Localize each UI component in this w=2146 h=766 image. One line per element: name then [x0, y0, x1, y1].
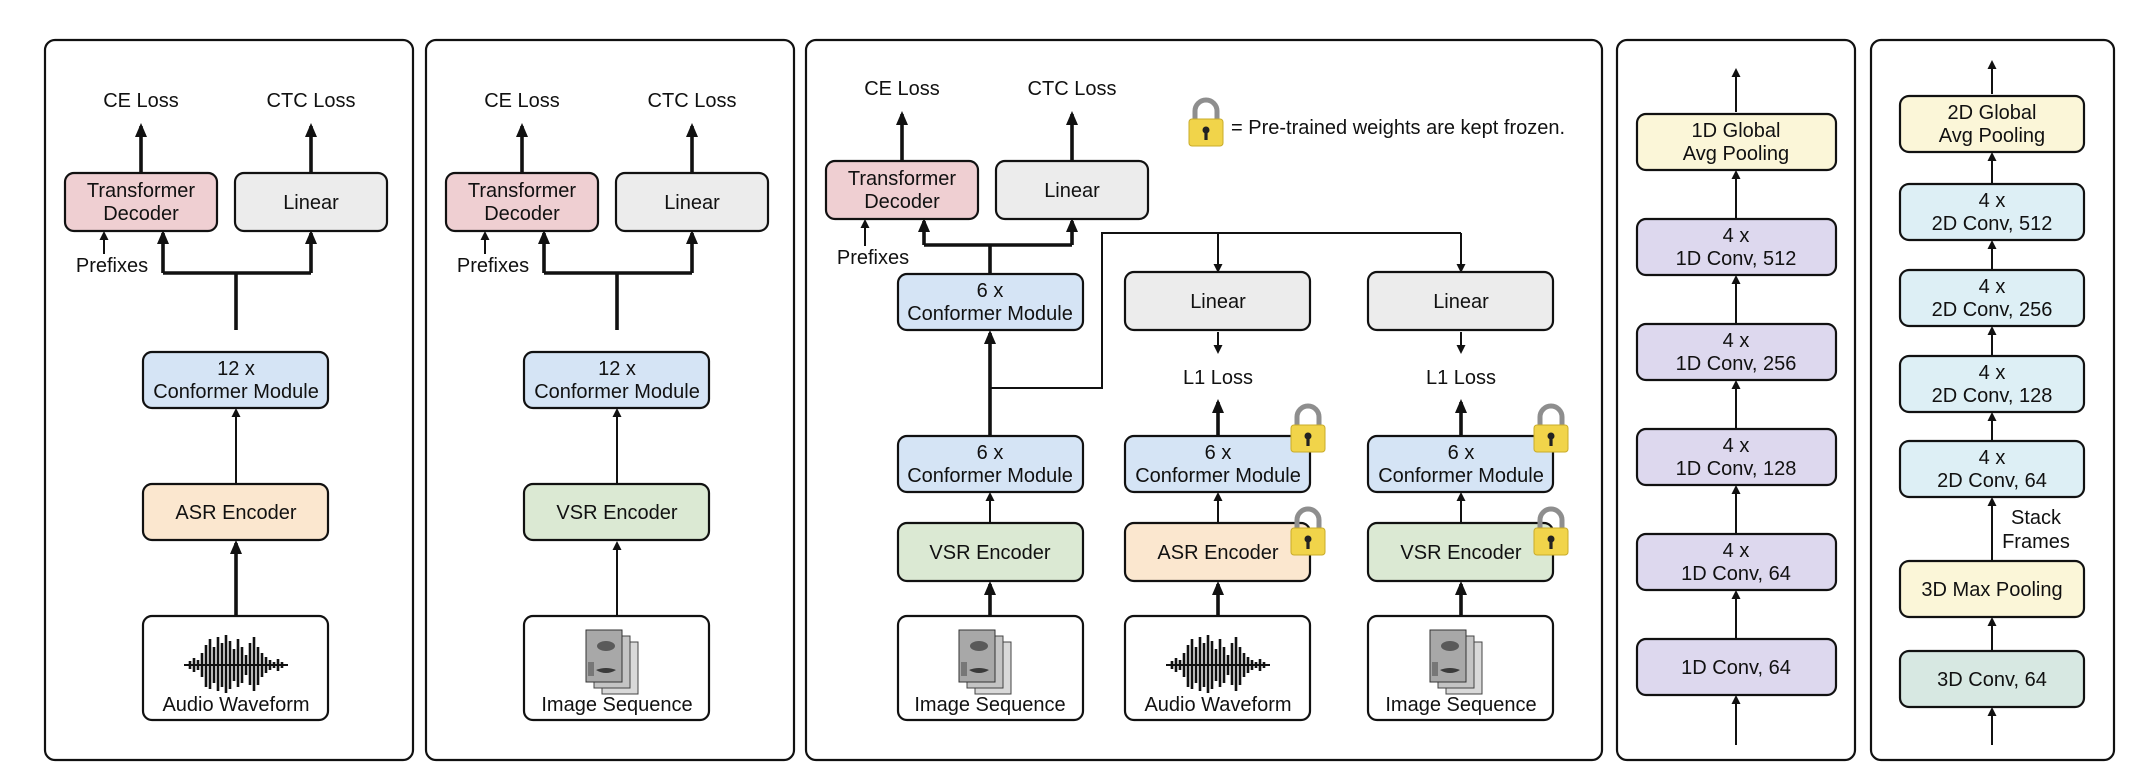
teacher-asr-audio-input	[1123, 614, 1312, 722]
vsr-encoder	[522, 482, 711, 542]
teacher-asr-linear	[1123, 270, 1312, 332]
image-sequence-label: Image Sequence	[541, 694, 692, 716]
1d-conv-first-label: 1D Conv, 64	[1681, 657, 1791, 679]
panel-distillation	[804, 38, 1604, 762]
padlock-icon	[1534, 406, 1568, 452]
3d-max-pooling-label: 3D Max Pooling	[1921, 579, 2062, 601]
teacher-asr-encoder-label: ASR Encoder	[1157, 542, 1279, 564]
vsr-encoder-label: VSR Encoder	[556, 502, 678, 524]
audio-waveform-input	[141, 614, 330, 722]
transformer-decoder	[444, 171, 600, 233]
panel-vsr	[424, 38, 796, 762]
padlock-icon	[1291, 509, 1325, 555]
teacher-vsr-linear	[1366, 270, 1555, 332]
face-image-sequence-icon	[585, 629, 639, 695]
frozen-legend-text: = Pre-trained weights are kept frozen.	[1231, 117, 1565, 139]
panel-distillation-content: = Pre-trained weights are kept frozen. C…	[824, 78, 1568, 722]
asr-encoder-label: ASR Encoder	[175, 502, 297, 524]
linear-layer-label: Linear	[283, 192, 339, 214]
teacher-asr-audio-label: Audio Waveform	[1144, 694, 1291, 716]
teacher-asr-linear-label: Linear	[1190, 291, 1246, 313]
student-image-sequence-label: Image Sequence	[914, 694, 1065, 716]
face-image-sequence-icon	[1429, 629, 1483, 695]
panel-1d-resnet	[1615, 38, 1857, 762]
prefixes-label: Prefixes	[837, 247, 909, 269]
ctc-loss-label: CTC Loss	[1028, 78, 1117, 100]
linear-layer-label: Linear	[1044, 180, 1100, 202]
ce-loss-label: CE Loss	[864, 78, 940, 100]
transformer-decoder	[824, 159, 980, 221]
padlock-icon	[1291, 406, 1325, 452]
teacher-vsr-encoder-label: VSR Encoder	[1400, 542, 1522, 564]
ctc-loss-label: CTC Loss	[267, 90, 356, 112]
ce-loss-label: CE Loss	[484, 90, 560, 112]
teacher-vsr-l1-loss-label: L1 Loss	[1426, 367, 1496, 389]
teacher-vsr-image-label: Image Sequence	[1385, 694, 1536, 716]
padlock-icon	[1189, 100, 1223, 146]
panel-asr	[43, 38, 415, 762]
transformer-decoder	[63, 171, 219, 233]
ctc-loss-label: CTC Loss	[648, 90, 737, 112]
face-image-sequence-icon	[958, 629, 1012, 695]
prefixes-label: Prefixes	[76, 255, 148, 277]
linear-layer-label: Linear	[664, 192, 720, 214]
panel-2d-resnet	[1869, 38, 2116, 762]
padlock-icon	[1534, 509, 1568, 555]
prefixes-label: Prefixes	[457, 255, 529, 277]
audio-waveform-label: Audio Waveform	[162, 694, 309, 716]
ce-loss-label: CE Loss	[103, 90, 179, 112]
teacher-asr-l1-loss-label: L1 Loss	[1183, 367, 1253, 389]
3d-conv-64-label: 3D Conv, 64	[1937, 669, 2047, 691]
teacher-vsr-linear-label: Linear	[1433, 291, 1489, 313]
student-vsr-encoder-label: VSR Encoder	[929, 542, 1051, 564]
